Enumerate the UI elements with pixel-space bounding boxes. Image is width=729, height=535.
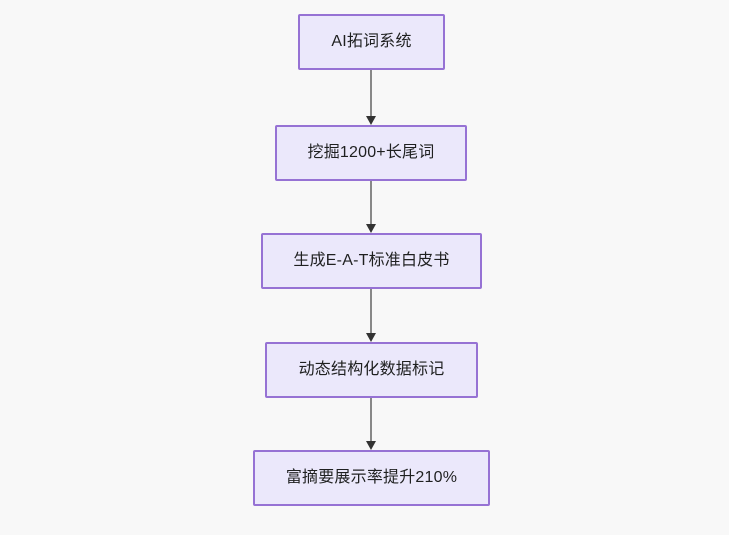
flow-node-label: 挖掘1200+长尾词	[307, 144, 435, 161]
flow-node-rich-snippet-impression-uplift[interactable]: 富摘要展示率提升210%	[253, 450, 490, 506]
flow-node-label: 富摘要展示率提升210%	[285, 469, 458, 486]
connector-arrow-4	[365, 398, 377, 450]
flow-node-mine-longtail-keywords[interactable]: 挖掘1200+长尾词	[275, 125, 467, 181]
flow-node-ai-keyword-system[interactable]: AI拓词系统	[298, 14, 445, 70]
flow-node-label: 生成E-A-T标准白皮书	[293, 252, 450, 269]
flow-node-label: 动态结构化数据标记	[298, 361, 445, 378]
connector-arrow-1	[365, 70, 377, 125]
flow-node-generate-eat-whitepaper[interactable]: 生成E-A-T标准白皮书	[261, 233, 482, 289]
flow-node-dynamic-structured-data-markup[interactable]: 动态结构化数据标记	[265, 342, 478, 398]
connector-arrow-2	[365, 181, 377, 233]
flow-node-label: AI拓词系统	[331, 33, 412, 50]
connector-arrow-3	[365, 289, 377, 342]
